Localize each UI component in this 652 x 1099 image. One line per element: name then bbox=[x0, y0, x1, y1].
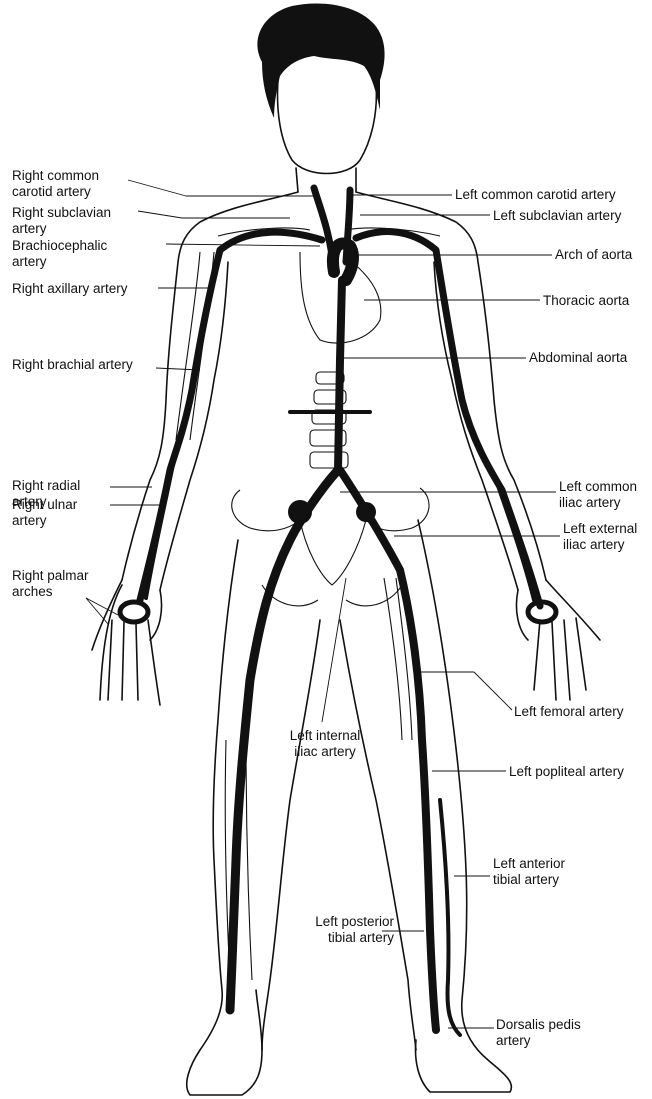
label-abdominal-aorta: Abdominal aorta bbox=[529, 350, 627, 366]
label-right-palmar: Right palmar arches bbox=[12, 568, 112, 600]
hair bbox=[257, 3, 384, 118]
label-right-ulnar: Right ulnar artery bbox=[12, 497, 112, 529]
label-left-femoral: Left femoral artery bbox=[514, 704, 624, 720]
label-left-subclavian: Left subclavian artery bbox=[493, 208, 621, 224]
head-outline bbox=[278, 80, 377, 174]
label-left-internal-iliac: Left internal iliac artery bbox=[280, 728, 370, 760]
label-brachiocephalic: Brachiocephalic artery bbox=[12, 238, 162, 270]
label-dorsalis-pedis: Dorsalis pedis artery bbox=[496, 1017, 616, 1049]
left-hand bbox=[516, 580, 600, 700]
torso-outline-left bbox=[356, 192, 546, 580]
right-leg-outline bbox=[187, 540, 262, 1095]
label-left-external-iliac: Left external iliac artery bbox=[563, 521, 651, 553]
label-left-anterior-tibial: Left anterior tibial artery bbox=[493, 856, 593, 888]
leader-lines bbox=[86, 180, 560, 1028]
label-right-common-carotid: Right common carotid artery bbox=[12, 168, 162, 200]
right-arm-inner bbox=[160, 262, 228, 590]
pelvis bbox=[232, 488, 429, 606]
label-right-subclavian: Right subclavian artery bbox=[12, 205, 162, 237]
left-leg-outline bbox=[416, 520, 512, 1092]
right-leg-inner bbox=[262, 620, 320, 1050]
label-left-common-iliac: Left common iliac artery bbox=[559, 479, 649, 511]
label-left-posterior-tibial: Left posterior tibial artery bbox=[284, 914, 394, 946]
label-right-brachial: Right brachial artery bbox=[12, 357, 133, 373]
label-left-common-carotid: Left common carotid artery bbox=[455, 187, 616, 203]
label-right-axillary: Right axillary artery bbox=[12, 281, 128, 297]
arteries bbox=[120, 188, 556, 1035]
label-thoracic-aorta: Thoracic aorta bbox=[543, 293, 629, 309]
left-leg-inner bbox=[340, 620, 416, 1050]
label-left-popliteal: Left popliteal artery bbox=[509, 764, 624, 780]
label-arch-of-aorta: Arch of aorta bbox=[555, 247, 632, 263]
